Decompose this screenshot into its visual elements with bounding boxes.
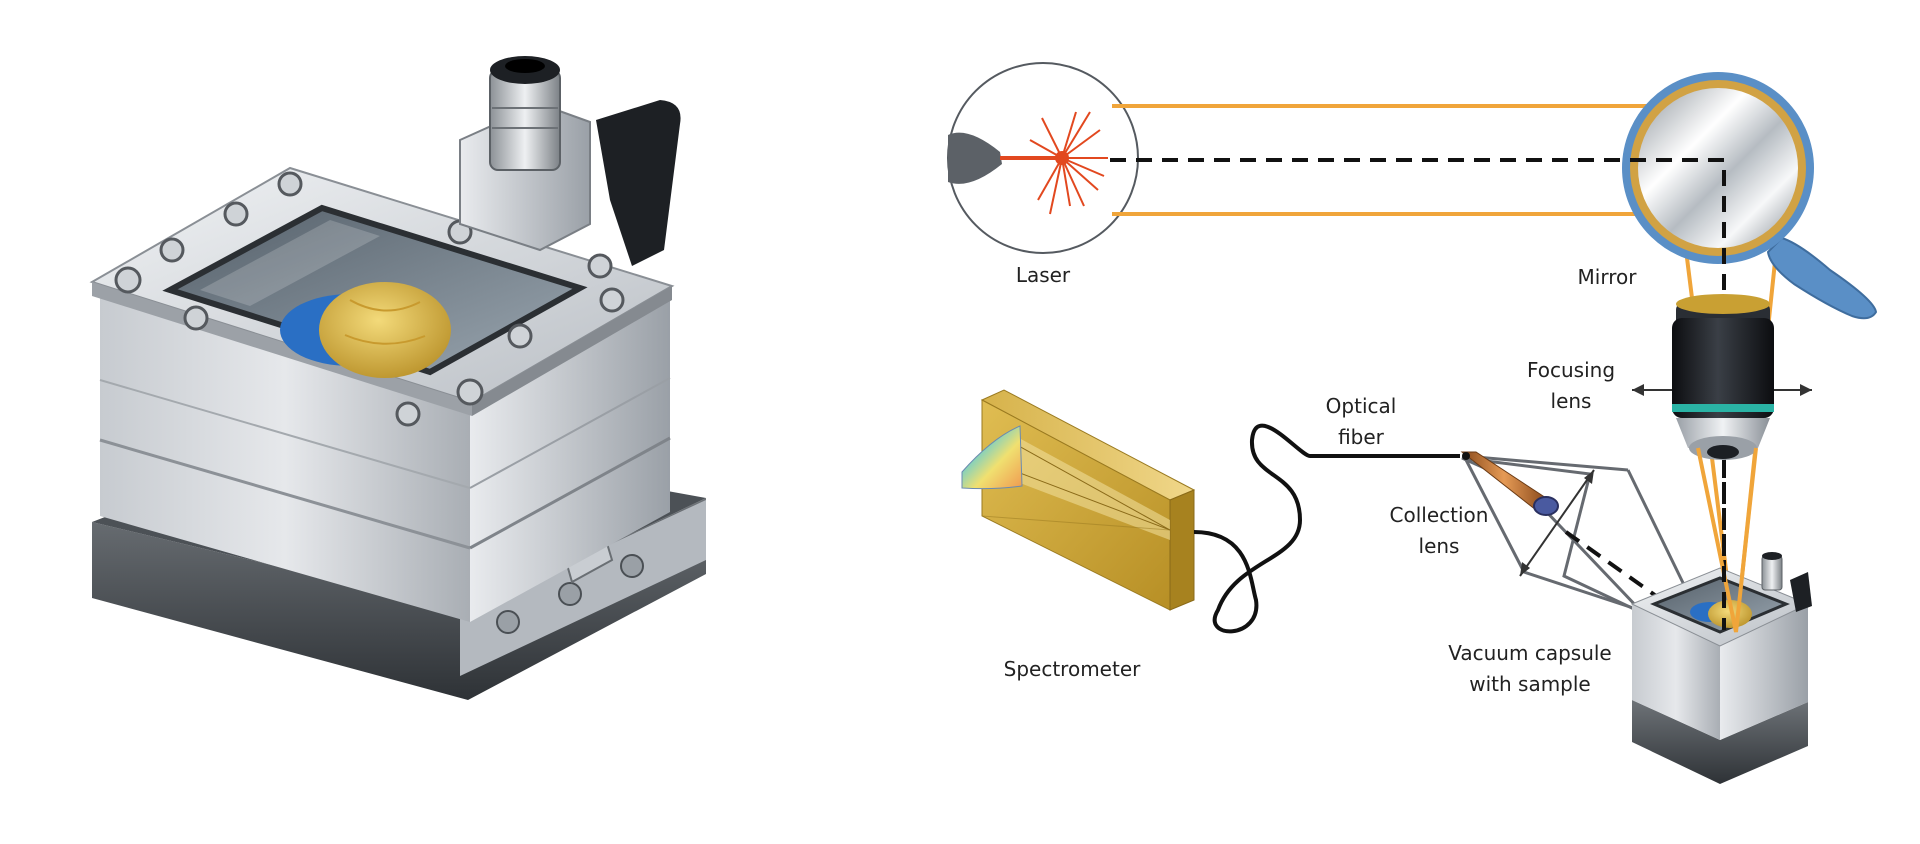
focusing-lens-label-line1: Focusing [1526, 358, 1616, 382]
beam-focus-cone [1696, 447, 1758, 633]
vacuum-capsule-label-line2: with sample [1469, 672, 1591, 696]
base-screw-group [496, 554, 644, 634]
lens-band [1672, 404, 1774, 412]
spectrometer [961, 389, 1196, 611]
focusing-lens-label-line2: lens [1550, 389, 1592, 413]
mirror-glass [1638, 88, 1798, 248]
capsule-base-plate [460, 500, 706, 676]
optical-path-dashed [1110, 158, 1726, 630]
laser [947, 62, 1139, 254]
laser-emitter [948, 132, 1002, 184]
spectrometer-label: Spectrometer [1003, 657, 1141, 681]
collection-lens-label-line1: Collection [1389, 503, 1489, 527]
optical-fiber-label-line2: fiber [1338, 425, 1384, 449]
mirror [1622, 72, 1878, 320]
optical-fiber-cable [1193, 423, 1460, 634]
mirror-label: Mirror [1577, 265, 1637, 289]
valve-lever [596, 100, 681, 266]
mirror-handle [1766, 236, 1878, 320]
small-sample-disc [1708, 600, 1752, 628]
diffraction-grating [961, 425, 1023, 490]
collection-lens-label-line2: lens [1418, 534, 1460, 558]
vacuum-capsule-photo [89, 56, 706, 700]
laser-label: Laser [1015, 263, 1071, 287]
vacuum-capsule-small [1630, 552, 1812, 784]
vacuum-capsule-label-line1: Vacuum capsule [1448, 641, 1612, 665]
vacuum-fitting [489, 69, 561, 171]
optical-fiber-label-line1: Optical [1325, 394, 1397, 418]
sample-disc [319, 282, 451, 378]
focusing-lens [1632, 294, 1812, 460]
frame-screw-group [114, 171, 625, 427]
laser-burst [1029, 111, 1108, 215]
lens-body [1672, 318, 1774, 418]
